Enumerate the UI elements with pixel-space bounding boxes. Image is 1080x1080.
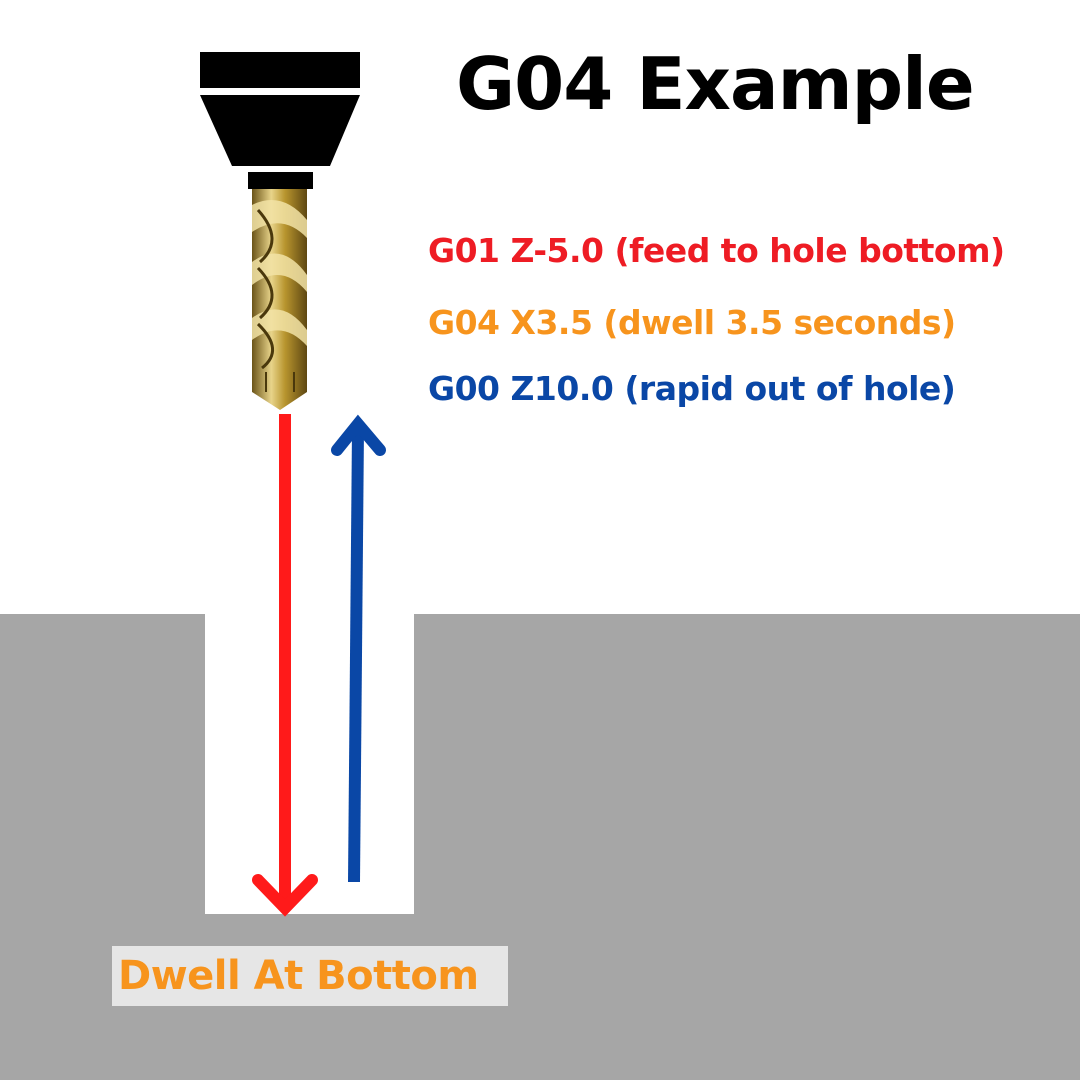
code-line-feed: G01 Z-5.0 (feed to hole bottom) — [428, 231, 1005, 270]
diagram-title: G04 Example — [456, 42, 975, 126]
spindle-holder-icon — [200, 52, 360, 189]
code-line-rapid: G00 Z10.0 (rapid out of hole) — [428, 369, 956, 408]
rapid-arrow — [331, 414, 386, 883]
twist-drill-icon — [252, 189, 307, 410]
dwell-label: Dwell At Bottom — [112, 946, 508, 1006]
code-line-dwell: G04 X3.5 (dwell 3.5 seconds) — [428, 303, 956, 342]
feed-arrow — [252, 414, 318, 917]
workpiece — [0, 614, 1080, 1080]
